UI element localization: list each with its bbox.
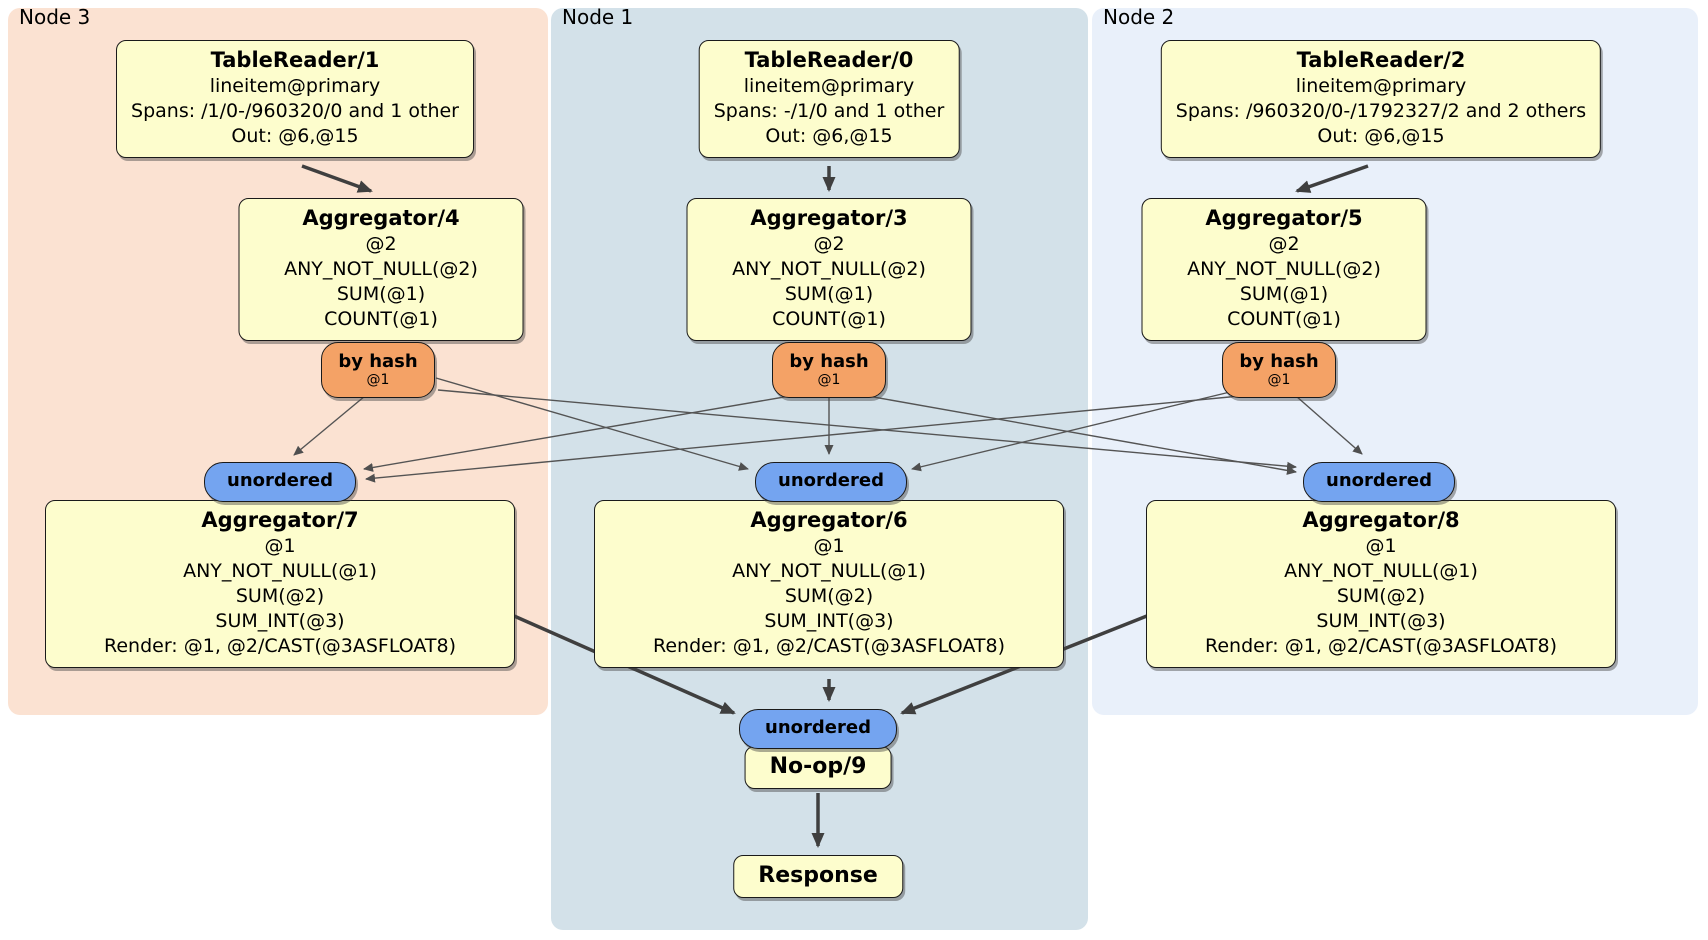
node-detail: SUM(@2) [784, 585, 874, 607]
node-title: Aggregator/6 [750, 508, 908, 532]
node-title: Aggregator/7 [201, 508, 359, 532]
hash-router-detail: @1 [366, 371, 390, 388]
node-detail: @2 [365, 233, 397, 255]
node-tablereader-1: TableReader/1 lineitem@primary Spans: /1… [116, 40, 474, 158]
node-detail: Render: @1, @2/CAST(@3ASFLOAT8) [104, 635, 456, 657]
unordered-sync-badge: unordered [1303, 462, 1455, 502]
node-title: TableReader/0 [744, 48, 914, 72]
node-detail: SUM_INT(@3) [1316, 610, 1446, 632]
node-aggregator-8: Aggregator/8 @1 ANY_NOT_NULL(@1) SUM(@2)… [1146, 500, 1616, 668]
node-detail: @1 [1365, 535, 1397, 557]
region-label-node1: Node 1 [562, 5, 634, 29]
node-detail: @2 [1268, 233, 1300, 255]
node-detail: Spans: -/1/0 and 1 other [713, 100, 945, 122]
region-label-node2: Node 2 [1103, 5, 1175, 29]
node-detail: Render: @1, @2/CAST(@3ASFLOAT8) [1205, 635, 1557, 657]
node-tablereader-0: TableReader/0 lineitem@primary Spans: -/… [698, 40, 960, 158]
node-detail: COUNT(@1) [324, 308, 438, 330]
node-detail: @2 [813, 233, 845, 255]
node-detail: Spans: /960320/0-/1792327/2 and 2 others [1175, 100, 1587, 122]
node-detail: Out: @6,@15 [231, 125, 359, 147]
node-detail: ANY_NOT_NULL(@2) [1187, 258, 1381, 280]
node-detail: ANY_NOT_NULL(@2) [284, 258, 478, 280]
node-detail: @1 [813, 535, 845, 557]
node-tablereader-2: TableReader/2 lineitem@primary Spans: /9… [1160, 40, 1602, 158]
node-detail: COUNT(@1) [1227, 308, 1341, 330]
node-detail: lineitem@primary [743, 75, 915, 97]
node-detail: COUNT(@1) [772, 308, 886, 330]
node-title: Aggregator/4 [302, 206, 460, 230]
node-aggregator-7: Aggregator/7 @1 ANY_NOT_NULL(@1) SUM(@2)… [45, 500, 515, 668]
node-detail: lineitem@primary [209, 75, 381, 97]
unordered-sync-badge: unordered [204, 462, 356, 502]
hash-router-detail: @1 [817, 371, 841, 388]
node-title: Aggregator/5 [1205, 206, 1363, 230]
node-detail: Spans: /1/0-/960320/0 and 1 other [131, 100, 459, 122]
node-detail: SUM(@1) [784, 283, 874, 305]
node-detail: @1 [264, 535, 296, 557]
node-detail: ANY_NOT_NULL(@1) [183, 560, 377, 582]
hash-router-badge: by hash @1 [1222, 342, 1336, 398]
node-noop-9: No-op/9 [744, 746, 892, 789]
node-detail: Out: @6,@15 [1317, 125, 1445, 147]
node-title: TableReader/1 [210, 48, 380, 72]
node-detail: Render: @1, @2/CAST(@3ASFLOAT8) [653, 635, 1005, 657]
node-detail: SUM_INT(@3) [764, 610, 894, 632]
hash-router-badge: by hash @1 [772, 342, 886, 398]
node-detail: SUM(@2) [235, 585, 325, 607]
node-detail: ANY_NOT_NULL(@1) [1284, 560, 1478, 582]
node-detail: lineitem@primary [1295, 75, 1467, 97]
node-response: Response [733, 855, 903, 898]
node-title: TableReader/2 [1296, 48, 1466, 72]
node-aggregator-6: Aggregator/6 @1 ANY_NOT_NULL(@1) SUM(@2)… [594, 500, 1064, 668]
node-title: Aggregator/8 [1302, 508, 1460, 532]
node-title: Aggregator/3 [750, 206, 908, 230]
node-title: Response [758, 863, 878, 888]
unordered-sync-badge: unordered [739, 709, 897, 749]
unordered-sync-badge: unordered [755, 462, 907, 502]
hash-router-badge: by hash @1 [321, 342, 435, 398]
node-aggregator-5: Aggregator/5 @2 ANY_NOT_NULL(@2) SUM(@1)… [1141, 198, 1427, 341]
hash-router-label: by hash [1239, 350, 1319, 372]
node-detail: SUM_INT(@3) [215, 610, 345, 632]
node-detail: SUM(@1) [1239, 283, 1329, 305]
node-aggregator-3: Aggregator/3 @2 ANY_NOT_NULL(@2) SUM(@1)… [686, 198, 972, 341]
hash-router-label: by hash [338, 350, 418, 372]
node-detail: SUM(@1) [336, 283, 426, 305]
node-detail: SUM(@2) [1336, 585, 1426, 607]
node-detail: Out: @6,@15 [765, 125, 893, 147]
region-label-node3: Node 3 [19, 5, 91, 29]
node-title: No-op/9 [769, 754, 867, 779]
hash-router-detail: @1 [1267, 371, 1291, 388]
node-detail: ANY_NOT_NULL(@2) [732, 258, 926, 280]
node-detail: ANY_NOT_NULL(@1) [732, 560, 926, 582]
hash-router-label: by hash [789, 350, 869, 372]
node-aggregator-4: Aggregator/4 @2 ANY_NOT_NULL(@2) SUM(@1)… [238, 198, 524, 341]
